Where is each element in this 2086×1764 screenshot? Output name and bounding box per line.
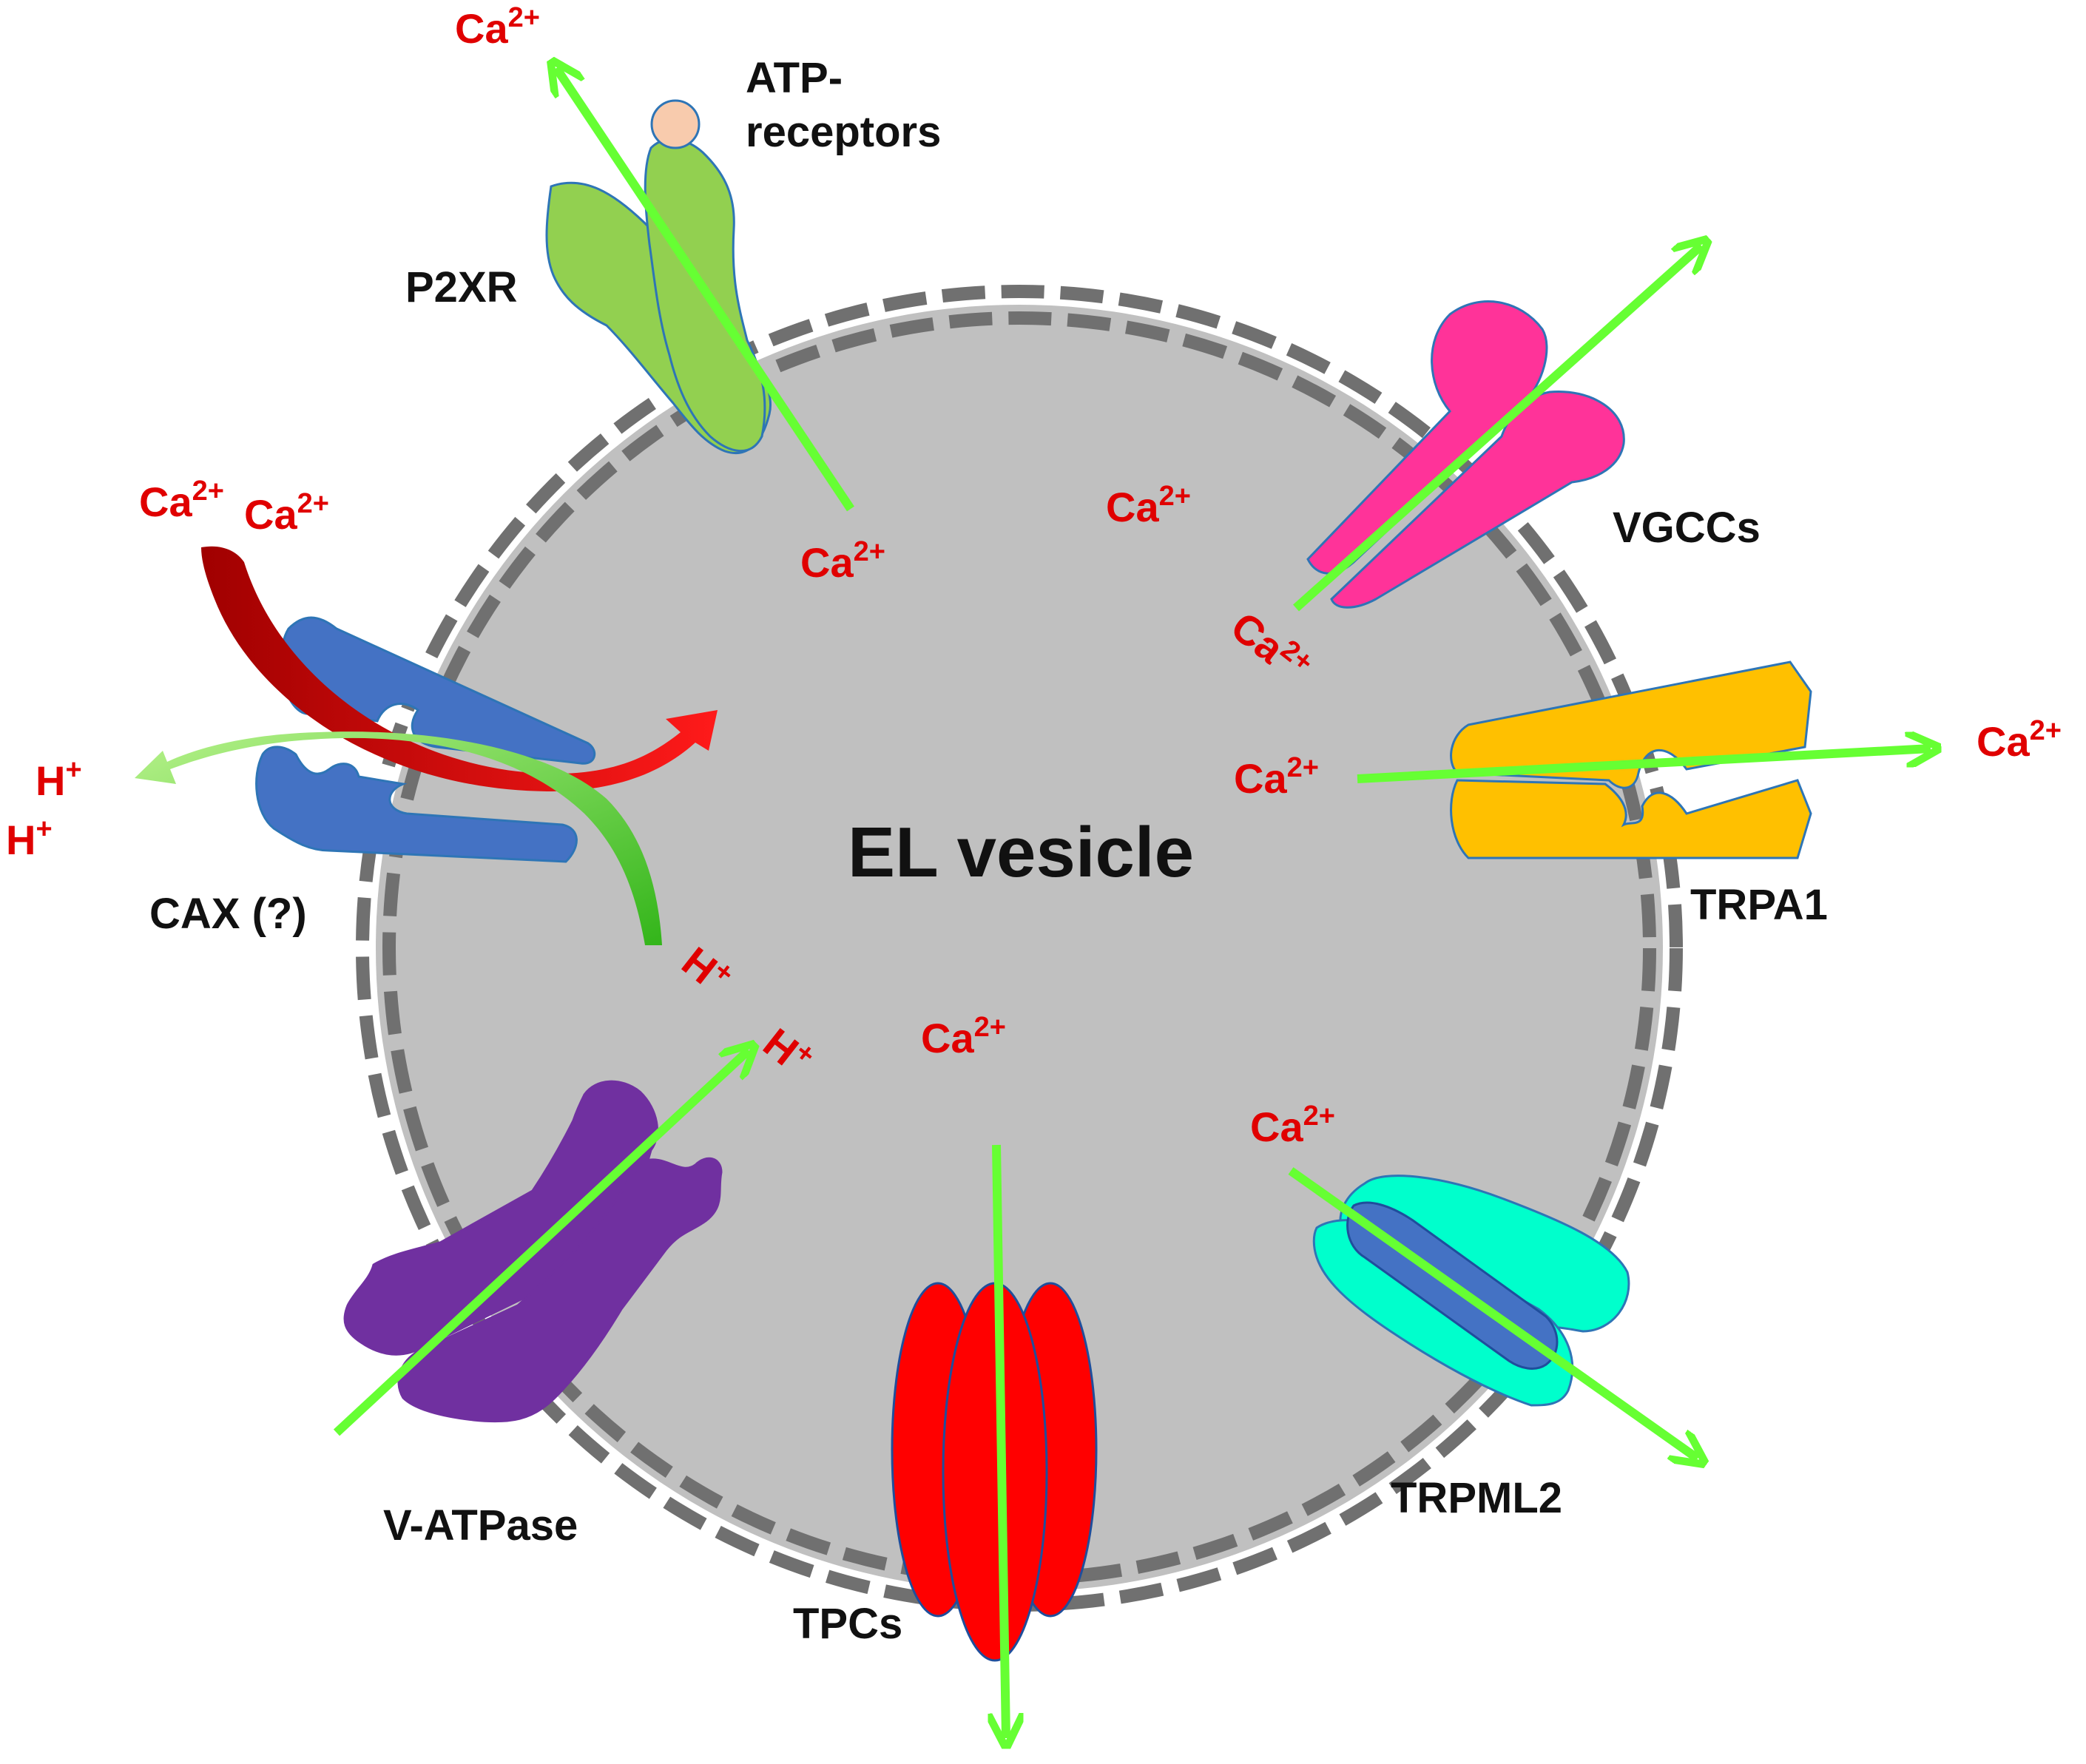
ion-ca-trpa1-out: Ca2+	[1977, 715, 2062, 765]
label-trpa1: TRPA1	[1690, 881, 1828, 929]
atp-molecule-icon	[650, 99, 701, 149]
label-atp-receptors-line2: receptors	[746, 108, 941, 156]
ion-ca-p2xr-out: Ca2+	[455, 2, 540, 52]
ion-ca-trpml2-in: Ca2+	[1250, 1101, 1335, 1150]
p2xr-channel	[545, 138, 772, 455]
v-atpase-pump	[343, 1080, 723, 1423]
label-cax: CAX (?)	[149, 890, 307, 938]
ion-ca-cax-2: Ca2+	[244, 488, 329, 538]
trpml2-flux-arrow	[1288, 1167, 1698, 1459]
v-atpase-flux-arrow	[333, 1050, 749, 1436]
cax-exchanger	[255, 616, 596, 863]
ion-h-cax-out-2: H+	[6, 814, 53, 863]
ion-ca-trpa1-in: Ca2+	[1234, 752, 1319, 802]
label-v-atpase: V-ATPase	[383, 1501, 578, 1550]
vesicle-title: EL vesicle	[848, 813, 1194, 892]
ion-ca-cax-1: Ca2+	[139, 476, 224, 525]
cax-calcium-flux-arrow	[201, 546, 718, 791]
vgcc-flux-arrow	[1293, 246, 1701, 612]
tpc-flux-arrow	[996, 1144, 1006, 1738]
label-trpml2: TRPML2	[1391, 1474, 1562, 1522]
ion-ca-lumen-bottom: Ca2+	[921, 1012, 1006, 1061]
label-vgccs: VGCCs	[1613, 504, 1761, 552]
tpc-channel	[891, 1282, 1098, 1662]
ion-ca-p2xr-in: Ca2+	[800, 536, 885, 586]
label-atp-receptors-line1: ATP-	[746, 54, 843, 102]
p2xr-flux-arrow	[556, 68, 854, 512]
label-p2xr: P2XR	[405, 263, 518, 311]
label-tpcs: TPCs	[793, 1600, 902, 1648]
vesicle-membrane-inner	[382, 311, 1656, 1585]
trpa1-flux-arrow	[1357, 748, 1931, 783]
ion-ca-lumen-top: Ca2+	[1106, 481, 1191, 530]
ion-h-cax-out-1: H+	[36, 754, 82, 804]
